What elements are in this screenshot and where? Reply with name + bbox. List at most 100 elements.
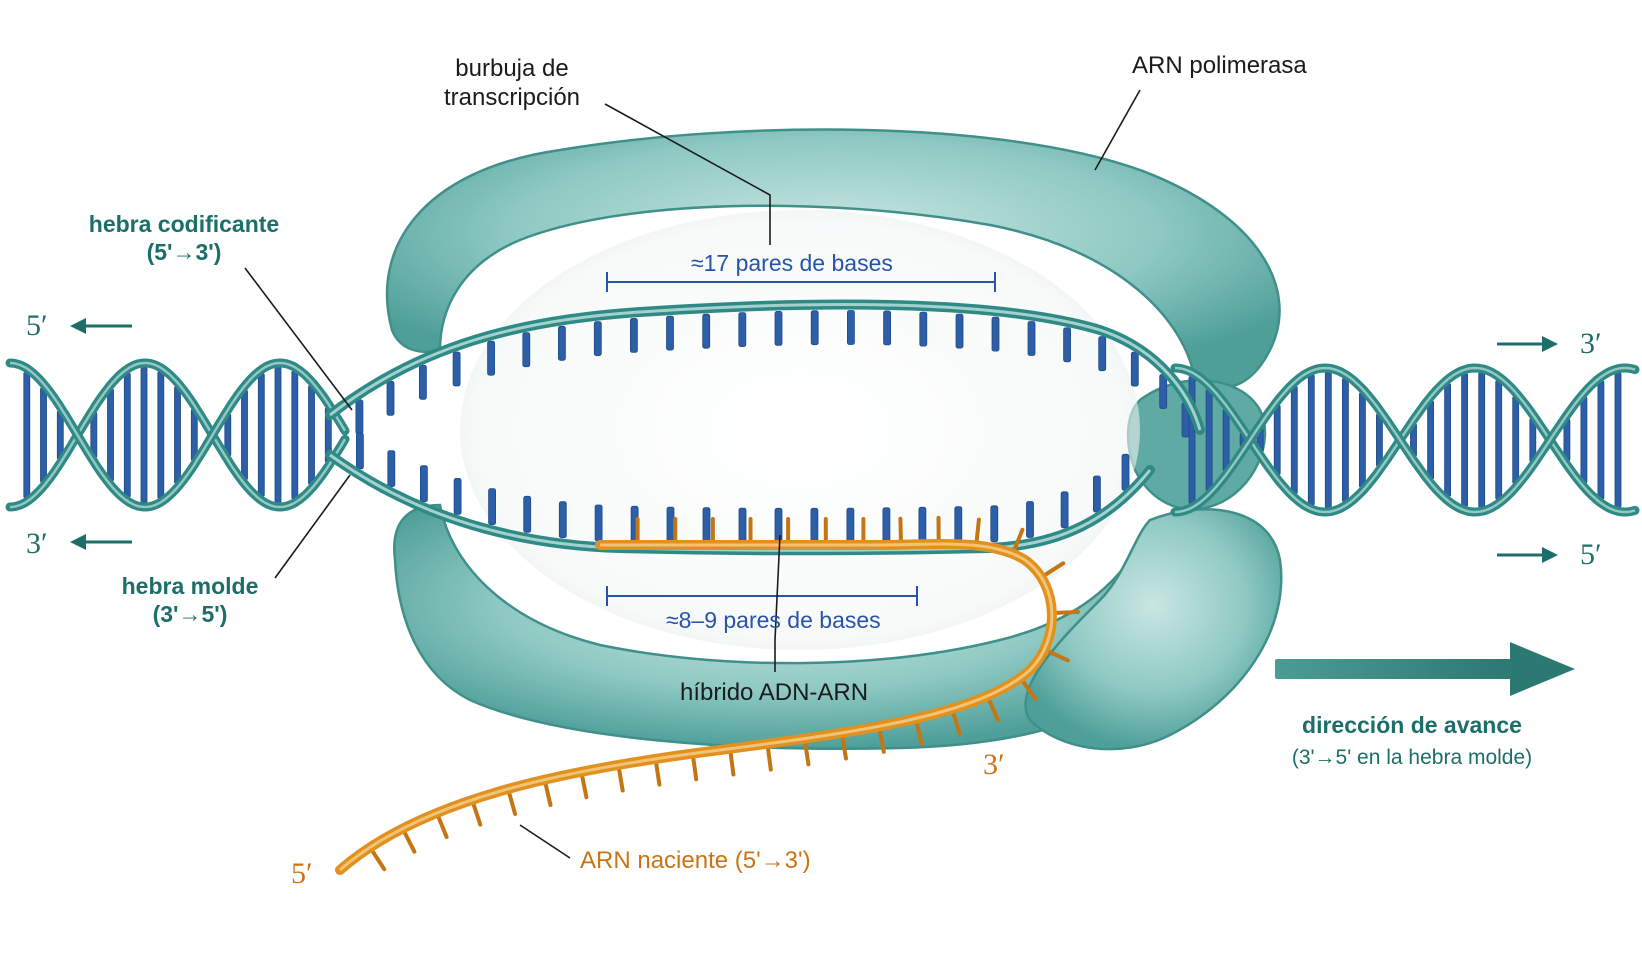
base-pair [40, 387, 47, 483]
coding-base [1130, 351, 1139, 387]
template-base [355, 432, 364, 470]
base-pair [1222, 409, 1230, 471]
hybrid-label: híbrido ADN-ARN [680, 679, 869, 706]
template-base [1060, 491, 1069, 529]
base-pair [1324, 371, 1332, 509]
left-top-end-label: 5′ [26, 309, 48, 342]
coding-base [991, 316, 1000, 352]
advance-direction-arrow-icon [1275, 642, 1575, 696]
coding-base [702, 313, 711, 349]
base-pair [1478, 372, 1486, 508]
advance-direction-line2: (3'→5' en la hebra molde) [1291, 746, 1533, 770]
left-top-arrow-icon [70, 318, 132, 334]
template-base [918, 506, 927, 544]
base-pair [1359, 392, 1366, 488]
base-pair [1307, 374, 1315, 506]
base-pair [308, 385, 315, 485]
template-base [1121, 453, 1130, 491]
base-pair [241, 389, 248, 481]
base-pair [291, 370, 299, 500]
template-base [846, 507, 855, 545]
coding-strand-label: hebra codificante (5'→3') [89, 210, 279, 266]
template-strand-label: hebra molde (3'→5') [122, 572, 259, 628]
bubble-strands [325, 299, 1205, 556]
left-bottom-end-label: 3′ [26, 527, 48, 560]
coding-base [1159, 374, 1168, 409]
base-pair [1512, 396, 1520, 484]
coding-base [738, 312, 747, 348]
base-pair [1580, 396, 1588, 484]
right-bottom-end-label: 5′ [1580, 538, 1602, 571]
bubble-label: burbuja de transcripción [444, 54, 580, 113]
bubble-span-label: ≈17 pares de bases [691, 250, 893, 276]
coding-base [452, 351, 461, 387]
coding-base [418, 364, 427, 400]
right-top-end-label: 3′ [1580, 327, 1602, 360]
dna-double-helix-downstream [1170, 363, 1640, 517]
template-base [990, 505, 999, 543]
dna-strand-highlight [1174, 366, 1636, 514]
bubble-label-line2: transcripción [443, 84, 581, 112]
direction-arrows [70, 318, 1558, 563]
bubble-base-stubs [355, 310, 1190, 545]
template-base [419, 465, 428, 503]
template-base [882, 507, 891, 545]
template-base [523, 495, 532, 533]
base-pair [1495, 380, 1503, 500]
base-pair [1427, 400, 1434, 480]
template-base [488, 488, 497, 526]
template-base [702, 507, 711, 545]
base-pair [157, 371, 165, 499]
template-base [387, 450, 396, 488]
base-pair [107, 388, 114, 482]
nascent-rna [335, 515, 1080, 875]
coding-base [1063, 327, 1071, 363]
coding-base [630, 317, 638, 353]
dna-strand-highlight [9, 361, 347, 509]
template-base [666, 506, 675, 544]
coding-strand-label-line1: hebra codificante [88, 211, 280, 237]
base-pair [257, 373, 265, 497]
polymerase-label: ARN polimerasa [1132, 52, 1307, 79]
coding-strand-label-line2: (5'→3') [146, 239, 222, 266]
base-pair [1597, 380, 1605, 500]
rna-strand-highlight [339, 542, 1054, 872]
base-pair [23, 371, 31, 498]
coding-base [883, 310, 891, 346]
hybrid-span-bracket [606, 586, 918, 606]
template-strand-label-line2: (3'→5') [152, 601, 228, 628]
dna-double-helix-upstream [5, 358, 350, 512]
base-pair [1205, 389, 1213, 491]
advance-direction-line1: dirección de avance [1302, 712, 1522, 738]
polymerase-right-clamp [1024, 508, 1283, 751]
coding-base [386, 380, 395, 416]
base-pair [1290, 385, 1298, 494]
base-pair [1376, 413, 1383, 467]
coding-base [955, 313, 964, 349]
right-bottom-arrow-icon [1497, 547, 1558, 563]
coding-base [919, 311, 928, 347]
template-base [558, 501, 567, 539]
template-base [810, 507, 819, 545]
base-pair [1273, 404, 1281, 476]
coding-base [666, 315, 674, 351]
rna-3-end-label: 3′ [983, 748, 1005, 781]
advance-direction-label: dirección de avance (3'→5' en la hebra m… [1292, 711, 1532, 771]
coding-base [522, 332, 531, 368]
coding-base [1027, 321, 1036, 356]
bubble-label-line1: burbuja de [455, 55, 569, 82]
hybrid-span-label: ≈8–9 pares de bases [666, 607, 881, 633]
template-base [1026, 501, 1034, 538]
template-base [453, 477, 462, 515]
base-pair [174, 386, 181, 484]
coding-base [593, 321, 602, 357]
template-base [594, 504, 603, 542]
base-pair [1342, 378, 1349, 502]
coding-base [558, 325, 566, 361]
coding-base [487, 340, 496, 376]
coding-base [810, 310, 819, 346]
coding-base [774, 310, 783, 346]
right-top-arrow-icon [1497, 336, 1558, 352]
base-pair [140, 366, 148, 504]
